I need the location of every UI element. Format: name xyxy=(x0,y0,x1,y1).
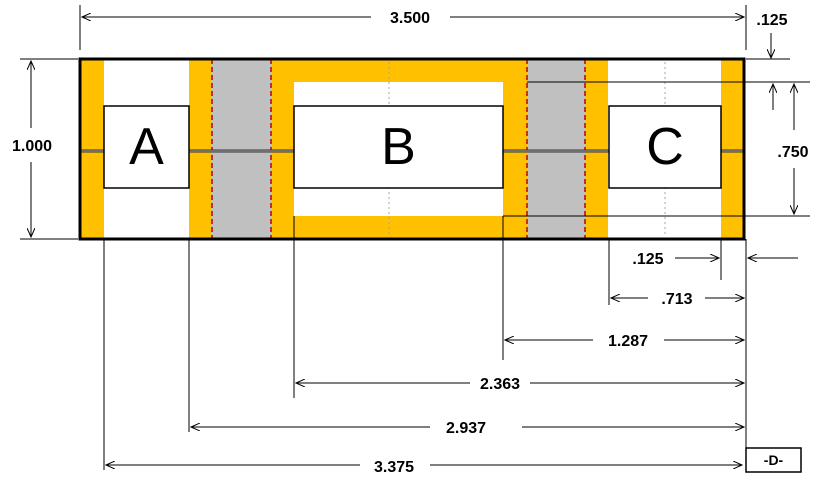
dimension-b-right-position-value: 1.287 xyxy=(608,333,648,350)
dimension-height-value: 1.000 xyxy=(12,138,52,155)
dimension-top-right-offset-value: .125 xyxy=(756,12,787,29)
dimension-c-position: .713 xyxy=(611,291,744,308)
gold-band-c-left xyxy=(585,59,608,239)
component-b-box xyxy=(293,105,504,189)
dimension-b-left-position-value: 2.363 xyxy=(480,376,520,393)
dimension-overall-length-value: 3.500 xyxy=(390,10,430,27)
component-a-box xyxy=(103,105,190,189)
part-outline xyxy=(78,57,746,241)
gold-band-right xyxy=(721,59,744,239)
dimension-a-left-position-value: 3.375 xyxy=(374,459,414,476)
dimension-top-right-offset: .125 xyxy=(746,12,790,60)
dimension-height: 1.000 xyxy=(12,58,78,240)
dimension-inner-height: .750 xyxy=(503,81,810,217)
gray-channel-right xyxy=(527,59,585,239)
extension-lines xyxy=(103,216,747,470)
dimension-overall-length: 3.500 xyxy=(79,5,747,50)
datum-label: -D- xyxy=(764,452,784,468)
component-c-label: C xyxy=(646,118,684,176)
datum-box xyxy=(745,447,802,473)
dimension-a-right-position-value: 2.937 xyxy=(446,420,486,437)
dimension-inner-height-value: .750 xyxy=(777,144,808,161)
component-b-label: B xyxy=(381,118,416,176)
dimension-a-left-position: 3.375 xyxy=(106,459,742,476)
dimension-b-left-position: 2.363 xyxy=(296,376,744,393)
datum-reference: -D- xyxy=(745,447,802,473)
component-c-box xyxy=(608,105,722,189)
part-body: A B C xyxy=(78,57,746,241)
dimension-c-position-value: .713 xyxy=(661,291,692,308)
gray-channel-left xyxy=(212,59,271,239)
dimension-right-offset-value: .125 xyxy=(632,251,663,268)
dimension-b-right-position: 1.287 xyxy=(505,333,744,350)
gold-band-left xyxy=(80,59,104,239)
gold-band-a-right xyxy=(189,59,212,239)
dimension-right-offset: .125 xyxy=(632,251,798,268)
component-a-label: A xyxy=(129,118,164,176)
dimension-a-right-position: 2.937 xyxy=(191,420,744,437)
